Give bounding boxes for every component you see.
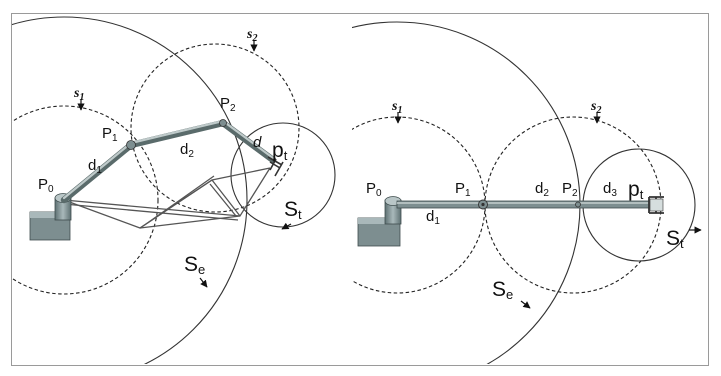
left-label-d1: d1: [88, 157, 102, 176]
left-robot-arm: [60, 119, 284, 204]
left-label-p2: P2: [220, 95, 236, 114]
left-sphere-s2: [130, 43, 300, 213]
left-arrow-st: [281, 222, 292, 230]
left-panel: [12, 16, 336, 364]
left-label-se: Se: [184, 253, 205, 277]
left-workspace-circle-se: [12, 16, 248, 364]
left-label-d3: d: [253, 134, 262, 151]
right-arrow-se: [520, 300, 531, 309]
left-label-s1: s1: [73, 86, 84, 103]
right-label-pt: pt: [628, 178, 644, 202]
left-label-d2: d2: [180, 141, 194, 160]
left-ghost-configurations: [63, 167, 271, 229]
right-panel: [352, 21, 702, 364]
right-label-se: Se: [492, 278, 513, 302]
right-robot-base: [357, 196, 402, 247]
right-label-d3: d3: [603, 180, 617, 199]
left-label-p1: P1: [102, 125, 118, 144]
right-label-s1: s1: [391, 99, 402, 116]
left-sphere-s1: [12, 105, 159, 295]
right-label-p1: P1: [455, 180, 471, 199]
right-label-s2: s2: [590, 99, 601, 116]
right-robot-arm: [396, 196, 664, 214]
left-label-st: St: [284, 198, 302, 222]
right-label-st: St: [666, 227, 684, 251]
right-label-p2: P2: [562, 180, 578, 199]
right-label-d2: d2: [535, 180, 549, 199]
right-label-d1: d1: [426, 208, 440, 227]
left-label-p0: P0: [38, 176, 54, 195]
left-label-pt: pt: [272, 139, 288, 163]
right-label-p0: P0: [366, 180, 382, 199]
figure-frame: [11, 13, 709, 366]
left-label-s2: s2: [246, 27, 257, 44]
left-arrow-se: [199, 277, 208, 288]
